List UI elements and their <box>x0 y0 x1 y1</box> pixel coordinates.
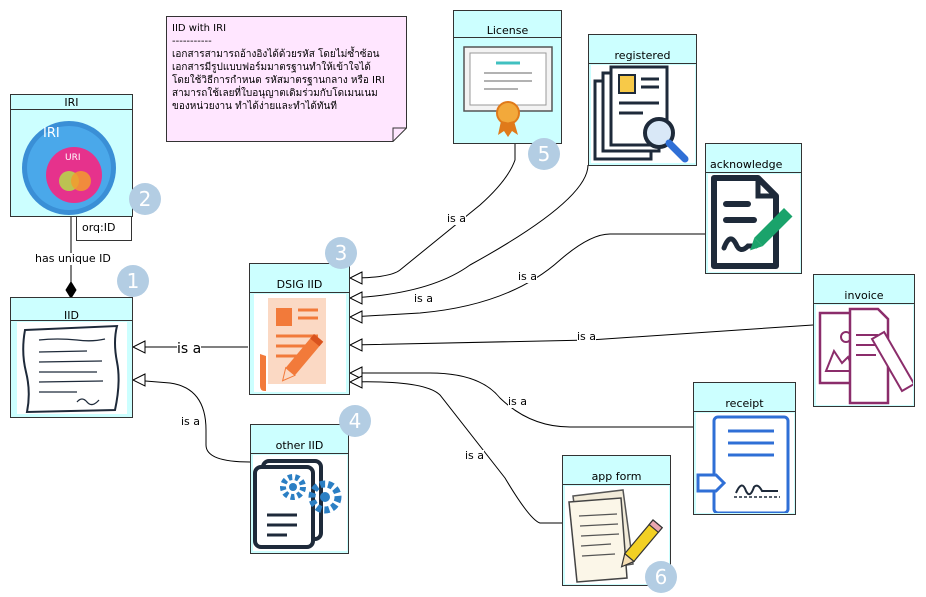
note-body: เอกสารสามารถอ้างอิงได้ด้วยรหัส โดยไม่ซ้ำ… <box>172 49 385 112</box>
note-dashes: ----------- <box>172 36 212 47</box>
uri-label: URI <box>65 153 81 163</box>
iid-document-icon <box>17 322 127 414</box>
edge-registered-dsig <box>349 164 589 299</box>
label-isa-acknowledge: is a <box>518 270 538 283</box>
edge-license-dsig <box>349 143 516 279</box>
iri-illustration: IRI URI <box>19 115 126 215</box>
badge-1: 1 <box>117 265 149 297</box>
receipt-signed-form-icon <box>696 413 794 515</box>
iri-title: IRI <box>64 96 79 109</box>
edge-receipt-dsig <box>350 372 693 428</box>
other-title: other IID <box>275 439 324 452</box>
badge-5: 5 <box>528 138 560 170</box>
invoice-documents-icon <box>816 305 916 405</box>
registered-box[interactable]: registered <box>588 34 697 166</box>
acknowledge-title: acknowledge <box>710 158 783 171</box>
dsig-title: DSIG IID <box>276 278 323 291</box>
badge-3: 3 <box>325 237 357 269</box>
note-title: IID with IRI <box>172 23 227 34</box>
other-iid-box[interactable]: other IID <box>250 424 349 554</box>
label-has-unique-id: has unique ID <box>35 252 111 265</box>
appform-title: app form <box>591 470 642 483</box>
label-isa-other-iid: is a <box>181 415 201 428</box>
label-isa-receipt: is a <box>508 395 528 408</box>
dsig-document-pen-icon <box>254 294 346 392</box>
edge-appform-dsig <box>349 381 562 524</box>
license-certificate-icon <box>458 39 558 141</box>
receipt-title: receipt <box>725 397 764 410</box>
note-box: IID with IRI ----------- เอกสารสามารถอ้า… <box>166 16 407 142</box>
label-isa-appform: is a <box>465 449 485 462</box>
invoice-title: invoice <box>844 289 884 302</box>
diamond <box>65 281 77 299</box>
acknowledge-box[interactable]: acknowledge <box>705 143 802 274</box>
registered-title: registered <box>614 49 671 62</box>
acknowledge-signed-document-icon <box>708 174 800 272</box>
iid-title: IID <box>64 309 79 322</box>
orq-note: orq:ID <box>76 217 132 241</box>
iid-box[interactable]: IID <box>10 297 133 418</box>
edge-acknowledge-dsig <box>349 233 705 318</box>
label-isa-invoice: is a <box>577 330 597 343</box>
registered-search-document-icon <box>591 65 695 163</box>
iri-inner-label: IRI <box>43 126 60 141</box>
other-document-gears-icon <box>253 455 347 551</box>
note-text: IID with IRI ----------- เอกสารสามารถอ้า… <box>172 22 404 113</box>
license-box[interactable]: License <box>453 10 562 144</box>
license-title: License <box>486 24 529 37</box>
label-isa-dsig-iid: is a <box>177 341 202 357</box>
invoice-box[interactable]: invoice <box>813 274 916 407</box>
badge-6: 6 <box>645 561 677 593</box>
badge-4: 4 <box>339 405 371 437</box>
label-isa-license: is a <box>447 212 467 225</box>
receipt-box[interactable]: receipt <box>693 382 796 515</box>
dsig-iid-box[interactable]: DSIG IID <box>249 263 350 395</box>
edge-other-iid <box>132 379 251 463</box>
iri-box[interactable]: IRI IRI URI <box>10 94 133 217</box>
label-isa-registered: is a <box>414 292 434 305</box>
badge-2: 2 <box>129 183 161 215</box>
